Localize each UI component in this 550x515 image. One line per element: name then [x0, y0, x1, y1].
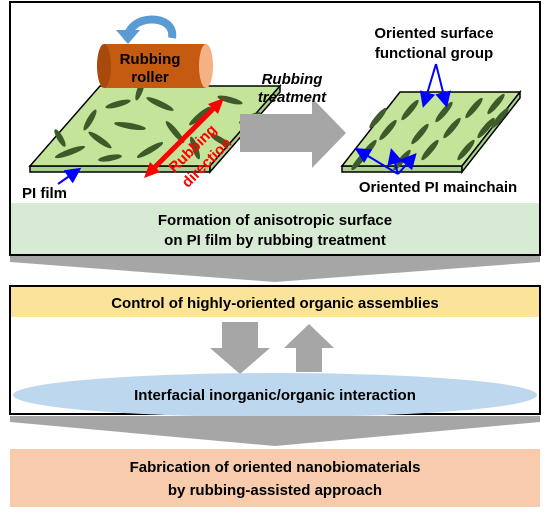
- top-caption-box: [11, 203, 539, 254]
- bottom-line2: by rubbing-assisted approach: [168, 482, 382, 499]
- polymer-fiber: [105, 99, 131, 109]
- functional-group-label-2: functional group: [375, 45, 493, 62]
- polymer-fiber: [190, 136, 200, 160]
- up-arrow-icon: [284, 324, 334, 372]
- down-arrow-icon: [210, 322, 270, 374]
- middle-banner: [11, 287, 539, 317]
- oriented-fiber: [443, 117, 461, 139]
- bottom-line1: Fabrication of oriented nanobiomaterials: [130, 459, 421, 476]
- polymer-fiber: [83, 109, 97, 131]
- oriented-fiber: [457, 139, 475, 161]
- polymer-fiber: [114, 121, 146, 131]
- process-arrow-icon: [240, 98, 346, 168]
- oriented-fiber: [487, 93, 505, 115]
- polymer-fiber: [189, 106, 211, 126]
- pi-film-right: [340, 89, 522, 175]
- oriented-fiber: [379, 119, 397, 141]
- bottom-panel: [10, 449, 540, 507]
- oriented-fiber: [369, 107, 387, 129]
- roller-label: Rubbing: [120, 51, 181, 68]
- oriented-fiber: [491, 107, 509, 129]
- polymer-fiber: [136, 142, 164, 158]
- polymer-fiber: [165, 121, 185, 143]
- polymer-fiber: [210, 133, 230, 147]
- rotation-arrow-icon: [116, 15, 177, 44]
- funnel-arrow-1: [10, 256, 540, 282]
- functional-group-label: Oriented surface: [374, 25, 493, 42]
- interaction-ellipse: [13, 373, 537, 417]
- pi-film-pointer: [57, 167, 82, 185]
- polymer-fiber: [54, 145, 86, 159]
- polymer-fiber: [54, 129, 66, 147]
- roller-label-2: roller: [131, 69, 169, 86]
- mainchain-label: Oriented PI mainchain: [359, 179, 517, 196]
- rubbing-roller: Rubbing roller: [97, 44, 213, 88]
- funnel-arrow-2: [10, 416, 540, 446]
- functional-group-pointers: [419, 63, 451, 108]
- oriented-fiber: [421, 139, 439, 161]
- oriented-fiber: [411, 123, 429, 145]
- polymer-fiber: [98, 154, 122, 162]
- middle-banner-text: Control of highly-oriented organic assem…: [111, 295, 439, 312]
- top-caption-line1: Formation of anisotropic surface: [158, 212, 392, 229]
- oriented-fiber: [477, 117, 495, 139]
- oriented-fiber: [465, 97, 483, 119]
- treatment-label: Rubbing: [262, 71, 323, 88]
- treatment-label-2: treatment: [258, 89, 327, 106]
- polymer-fiber: [217, 95, 243, 105]
- pi-film-label: PI film: [22, 185, 67, 202]
- polymer-fiber: [146, 97, 174, 111]
- polymer-fiber: [88, 131, 112, 149]
- oriented-fiber: [401, 99, 419, 121]
- interaction-text: Interfacial inorganic/organic interactio…: [134, 387, 416, 404]
- top-caption-line2: on PI film by rubbing treatment: [164, 232, 386, 249]
- mainchain-pointers: [354, 147, 417, 175]
